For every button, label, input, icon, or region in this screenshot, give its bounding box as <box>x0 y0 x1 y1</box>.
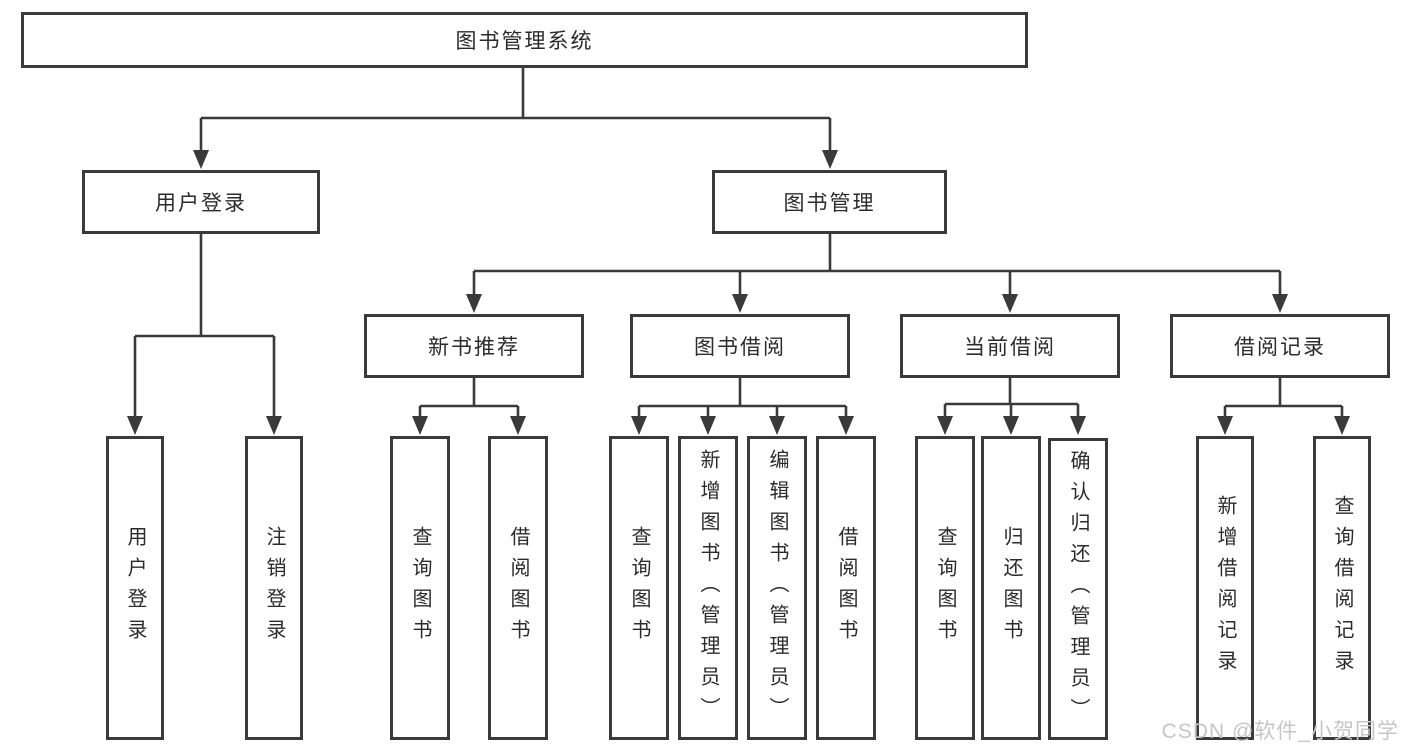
leaf-label: 编辑图书（管理员） <box>766 448 788 728</box>
leaf-label: 用户登录 <box>124 526 146 650</box>
arrowhead-icon <box>838 416 854 435</box>
node-current-borrow: 当前借阅 <box>900 314 1120 378</box>
arrowhead-icon <box>1002 294 1018 313</box>
arrowhead-icon <box>193 150 209 169</box>
leaf-edit-book-admin: 编辑图书（管理员） <box>747 436 807 740</box>
node-label: 新书推荐 <box>428 336 520 359</box>
node-book-management: 图书管理 <box>712 170 947 234</box>
arrowhead-icon <box>937 416 953 435</box>
node-label: 当前借阅 <box>964 336 1056 359</box>
arrowhead-icon <box>700 416 716 435</box>
leaf-query-book-current: 查询图书 <box>915 436 975 740</box>
leaf-user-login: 用户登录 <box>106 436 164 740</box>
leaf-borrow-book-recommend: 借阅图书 <box>488 436 548 740</box>
leaf-query-book-recommend: 查询图书 <box>390 436 450 740</box>
arrowhead-icon <box>1272 294 1288 313</box>
leaf-label: 归还图书 <box>1000 526 1022 650</box>
leaf-add-borrow-record: 新增借阅记录 <box>1196 436 1254 740</box>
leaf-logout-login: 注销登录 <box>245 436 303 740</box>
leaf-add-book-admin: 新增图书（管理员） <box>678 436 738 740</box>
node-user-login: 用户登录 <box>82 170 320 234</box>
arrowhead-icon <box>822 150 838 169</box>
leaf-label: 新增借阅记录 <box>1214 495 1236 681</box>
arrowhead-icon <box>769 416 785 435</box>
arrowhead-icon <box>631 416 647 435</box>
node-label: 图书管理 <box>783 192 876 215</box>
node-borrow-record: 借阅记录 <box>1170 314 1390 378</box>
leaf-label: 查询借阅记录 <box>1331 495 1353 681</box>
leaf-label: 借阅图书 <box>835 526 857 650</box>
leaf-label: 新增图书（管理员） <box>697 448 719 728</box>
arrowhead-icon <box>732 294 748 313</box>
leaf-label: 查询图书 <box>934 526 956 650</box>
leaf-label: 查询图书 <box>628 526 650 650</box>
leaf-return-book: 归还图书 <box>981 436 1041 740</box>
node-new-book-recommend: 新书推荐 <box>364 314 584 378</box>
arrowhead-icon <box>1217 416 1233 435</box>
leaf-label: 借阅图书 <box>507 526 529 650</box>
arrowhead-icon <box>510 416 526 435</box>
leaf-label: 查询图书 <box>409 526 431 650</box>
arrowhead-icon <box>127 416 143 435</box>
arrowhead-icon <box>412 416 428 435</box>
arrowhead-icon <box>1334 416 1350 435</box>
node-root: 图书管理系统 <box>21 12 1028 68</box>
node-label: 用户登录 <box>155 192 247 215</box>
node-label: 图书借阅 <box>694 336 786 359</box>
watermark: CSDN @软件_小贺同学 <box>1161 720 1399 743</box>
node-root-label: 图书管理系统 <box>455 30 594 53</box>
arrowhead-icon <box>1003 416 1019 435</box>
leaf-query-borrow-record: 查询借阅记录 <box>1313 436 1371 740</box>
arrowhead-icon <box>466 294 482 313</box>
leaf-confirm-return-admin: 确认归还（管理员） <box>1048 438 1108 740</box>
node-book-borrow: 图书借阅 <box>630 314 850 378</box>
arrowhead-icon <box>266 416 282 435</box>
leaf-label: 注销登录 <box>263 526 285 650</box>
node-label: 借阅记录 <box>1234 336 1326 359</box>
arrowhead-icon <box>1070 416 1086 435</box>
connector-lines <box>133 68 1344 418</box>
leaf-query-book-borrow: 查询图书 <box>609 436 669 740</box>
leaf-label: 确认归还（管理员） <box>1067 449 1089 729</box>
leaf-borrow-book: 借阅图书 <box>816 436 876 740</box>
